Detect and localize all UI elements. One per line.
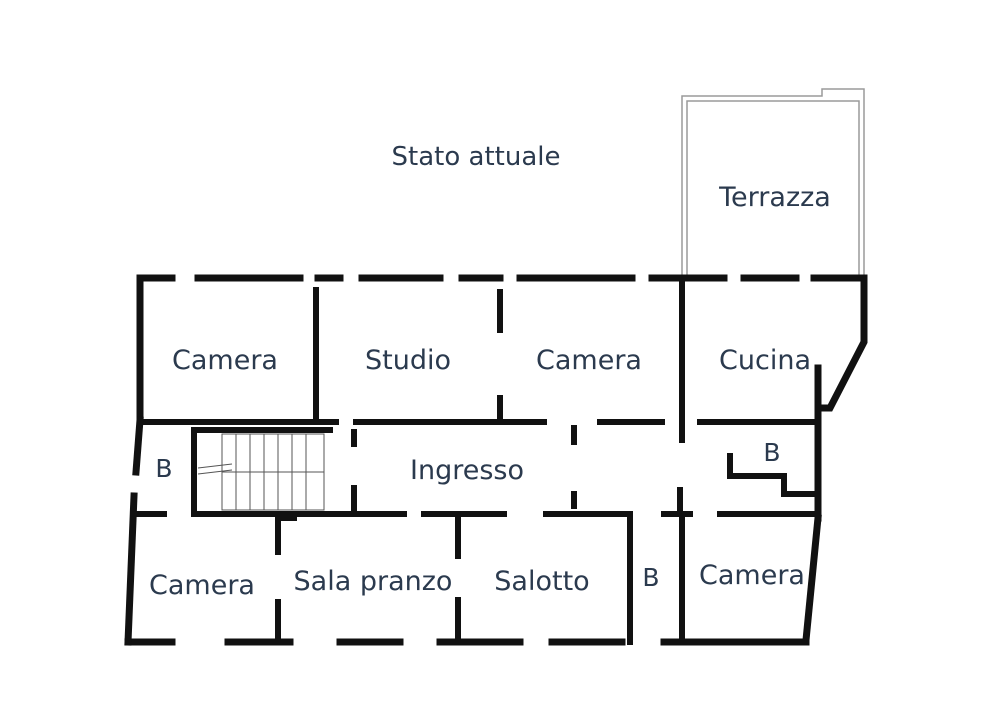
interior-walls	[133, 275, 821, 645]
room-label-camera-top-left: Camera	[172, 345, 278, 376]
room-label-sala-pranzo: Sala pranzo	[294, 566, 453, 597]
room-label-camera-bottom-left: Camera	[149, 570, 255, 601]
room-label-bagno-bottom: B	[642, 563, 659, 592]
room-label-bagno-left: B	[155, 454, 172, 483]
room-label-camera-top-middle: Camera	[536, 345, 642, 376]
room-label-bagno-right: B	[763, 438, 780, 467]
room-label-studio: Studio	[365, 345, 451, 376]
terrace-outline	[681, 88, 865, 278]
staircase	[197, 433, 325, 511]
room-label-salotto: Salotto	[494, 566, 589, 597]
room-label-cucina: Cucina	[719, 345, 811, 376]
exterior-walls	[124, 274, 868, 646]
room-label-camera-bottom-right: Camera	[699, 560, 805, 591]
room-label-terrazza: Terrazza	[718, 182, 831, 213]
room-label-ingresso: Ingresso	[410, 455, 524, 486]
plan-title: Stato attuale	[392, 142, 561, 172]
